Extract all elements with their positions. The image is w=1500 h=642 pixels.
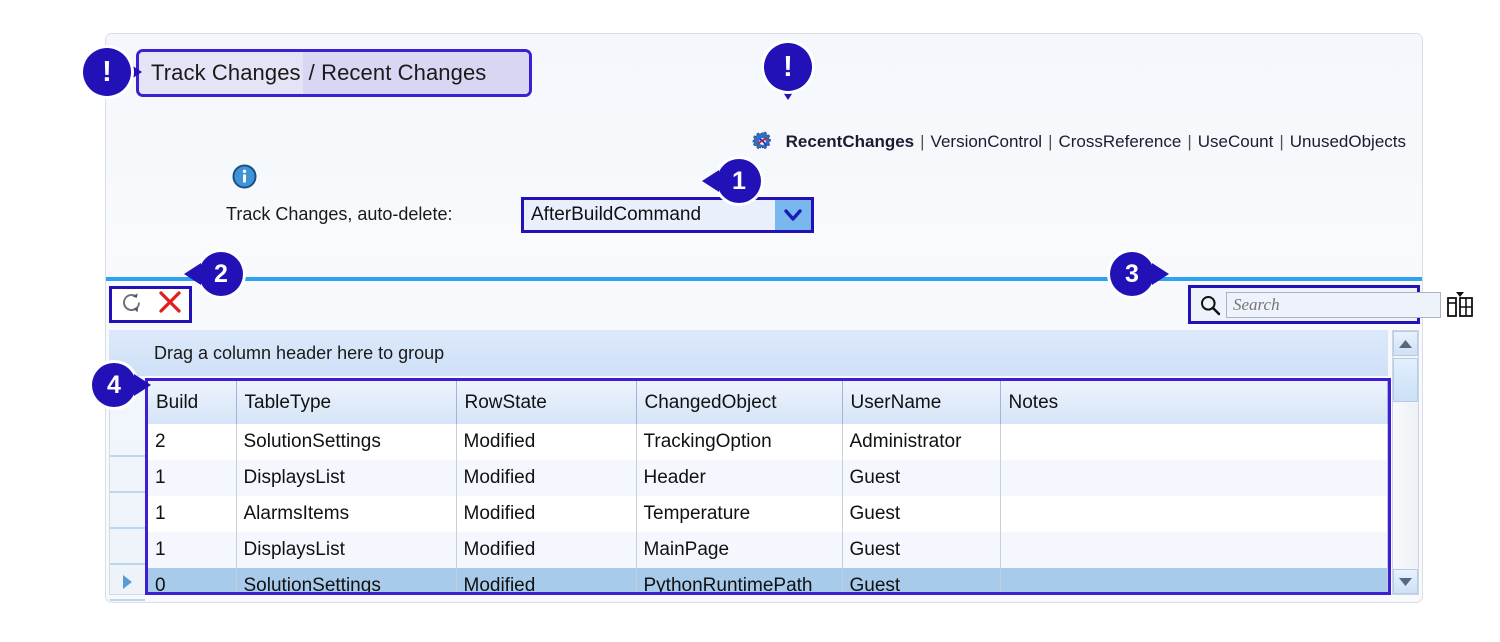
- vertical-scrollbar[interactable]: [1392, 330, 1419, 595]
- table-row-selected[interactable]: 0 SolutionSettings Modified PythonRuntim…: [148, 568, 1388, 592]
- scrollbar-track[interactable]: [1393, 403, 1418, 568]
- chevron-down-icon[interactable]: [775, 200, 811, 230]
- cell-notes: [1000, 460, 1388, 496]
- gutter-row[interactable]: [110, 421, 145, 457]
- cell-tabletype: DisplaysList: [236, 460, 457, 496]
- cell-build: 1: [148, 532, 237, 568]
- table-row[interactable]: 1 DisplaysList Modified Header Guest: [148, 460, 1388, 496]
- nav-separator-2: |: [1048, 131, 1053, 151]
- gear-icon: [752, 131, 773, 152]
- delete-x-icon[interactable]: [157, 289, 183, 320]
- cell-notes: [1000, 568, 1388, 592]
- section-divider: [106, 277, 1422, 281]
- scrollbar-thumb[interactable]: [1393, 358, 1418, 402]
- search-area: [1188, 285, 1473, 324]
- module-nav: RecentChanges | VersionControl | CrossRe…: [752, 131, 1412, 152]
- cell-username: Guest: [842, 460, 1001, 496]
- cell-changedobject: Header: [636, 460, 843, 496]
- annotation-badge-3: 3: [1110, 252, 1169, 296]
- table-header-row: Build TableType RowState ChangedObject U…: [148, 381, 1388, 424]
- cell-build: 1: [148, 460, 237, 496]
- cell-tabletype: SolutionSettings: [236, 568, 457, 592]
- cell-tabletype: DisplaysList: [236, 532, 457, 568]
- column-chooser-icon[interactable]: [1445, 291, 1475, 319]
- column-header-rowstate[interactable]: RowState: [456, 381, 637, 424]
- nav-separator-4: |: [1279, 131, 1284, 151]
- annotation-pin-title: !: [83, 48, 142, 96]
- cell-build: 2: [148, 424, 237, 460]
- nav-link-unusedobjects[interactable]: UnusedObjects: [1289, 131, 1406, 151]
- table-row[interactable]: 1 DisplaysList Modified MainPage Guest: [148, 532, 1388, 568]
- grid-data-area: Build TableType RowState ChangedObject U…: [145, 378, 1391, 595]
- cell-changedobject: PythonRuntimePath: [636, 568, 843, 592]
- page-title-secondary: / Recent Changes: [302, 52, 529, 94]
- changes-grid: Drag a column header here to group: [109, 330, 1419, 601]
- nav-link-crossreference[interactable]: CrossReference: [1058, 131, 1182, 151]
- refresh-icon[interactable]: [119, 290, 144, 320]
- annotation-pin-nav: !: [764, 43, 812, 100]
- annotation-pin-nav-label: !: [764, 43, 812, 91]
- cell-rowstate: Modified: [456, 496, 637, 532]
- cell-notes: [1000, 496, 1388, 532]
- row-selector-arrow-icon: [123, 575, 132, 589]
- nav-link-versioncontrol[interactable]: VersionControl: [930, 131, 1043, 151]
- table-row[interactable]: 2 SolutionSettings Modified TrackingOpti…: [148, 424, 1388, 460]
- annotation-badge-4: 4: [92, 363, 151, 407]
- cell-tabletype: AlarmsItems: [236, 496, 457, 532]
- gutter-row[interactable]: [110, 529, 145, 565]
- column-header-changedobject[interactable]: ChangedObject: [636, 381, 843, 424]
- changes-table: Build TableType RowState ChangedObject U…: [148, 381, 1388, 592]
- cell-rowstate: Modified: [456, 532, 637, 568]
- group-panel[interactable]: Drag a column header here to group: [109, 330, 1388, 376]
- cell-rowstate: Modified: [456, 460, 637, 496]
- annotation-badge-2: 2: [184, 252, 243, 296]
- grid-toolbar: [106, 281, 1473, 329]
- auto-delete-dropdown[interactable]: AfterBuildCommand: [521, 197, 814, 233]
- cell-rowstate: Modified: [456, 568, 637, 592]
- auto-delete-value: AfterBuildCommand: [531, 204, 702, 225]
- toolbar-actions: [109, 286, 192, 323]
- cell-username: Guest: [842, 532, 1001, 568]
- cell-build: 0: [148, 568, 237, 592]
- cell-username: Guest: [842, 496, 1001, 532]
- nav-separator-1: |: [920, 131, 925, 151]
- cell-tabletype: SolutionSettings: [236, 424, 457, 460]
- page-title-primary: Track Changes: [139, 52, 303, 94]
- cell-changedobject: Temperature: [636, 496, 843, 532]
- auto-delete-label: Track Changes, auto-delete:: [226, 204, 453, 224]
- cell-username: Guest: [842, 568, 1001, 592]
- cell-changedobject: MainPage: [636, 532, 843, 568]
- cell-build: 1: [148, 496, 237, 532]
- annotation-pin-title-label: !: [83, 48, 131, 96]
- nav-link-recentchanges[interactable]: RecentChanges: [785, 131, 915, 151]
- column-header-notes[interactable]: Notes: [1000, 381, 1388, 424]
- cell-username: Administrator: [842, 424, 1001, 460]
- cell-rowstate: Modified: [456, 424, 637, 460]
- cell-notes: [1000, 532, 1388, 568]
- scroll-up-arrow-icon[interactable]: [1393, 331, 1418, 356]
- cell-notes: [1000, 424, 1388, 460]
- info-icon[interactable]: [232, 164, 257, 194]
- gutter-row[interactable]: [110, 457, 145, 493]
- nav-link-usecount[interactable]: UseCount: [1197, 131, 1274, 151]
- row-gutter: [109, 378, 145, 601]
- annotation-badge-1: 1: [702, 159, 761, 203]
- table-row[interactable]: 1 AlarmsItems Modified Temperature Guest: [148, 496, 1388, 532]
- column-header-username[interactable]: UserName: [842, 381, 1001, 424]
- cell-changedobject: TrackingOption: [636, 424, 843, 460]
- column-header-tabletype[interactable]: TableType: [236, 381, 457, 424]
- search-icon[interactable]: [1199, 294, 1221, 316]
- gutter-row[interactable]: [110, 493, 145, 529]
- scroll-down-arrow-icon[interactable]: [1393, 569, 1418, 594]
- track-changes-panel: Track Changes / Recent Changes RecentCha…: [105, 33, 1473, 603]
- column-header-build[interactable]: Build: [148, 381, 237, 424]
- gutter-row-selected[interactable]: [110, 565, 145, 601]
- page-title: Track Changes / Recent Changes: [136, 49, 532, 97]
- nav-separator-3: |: [1187, 131, 1192, 151]
- search-input[interactable]: [1226, 291, 1441, 318]
